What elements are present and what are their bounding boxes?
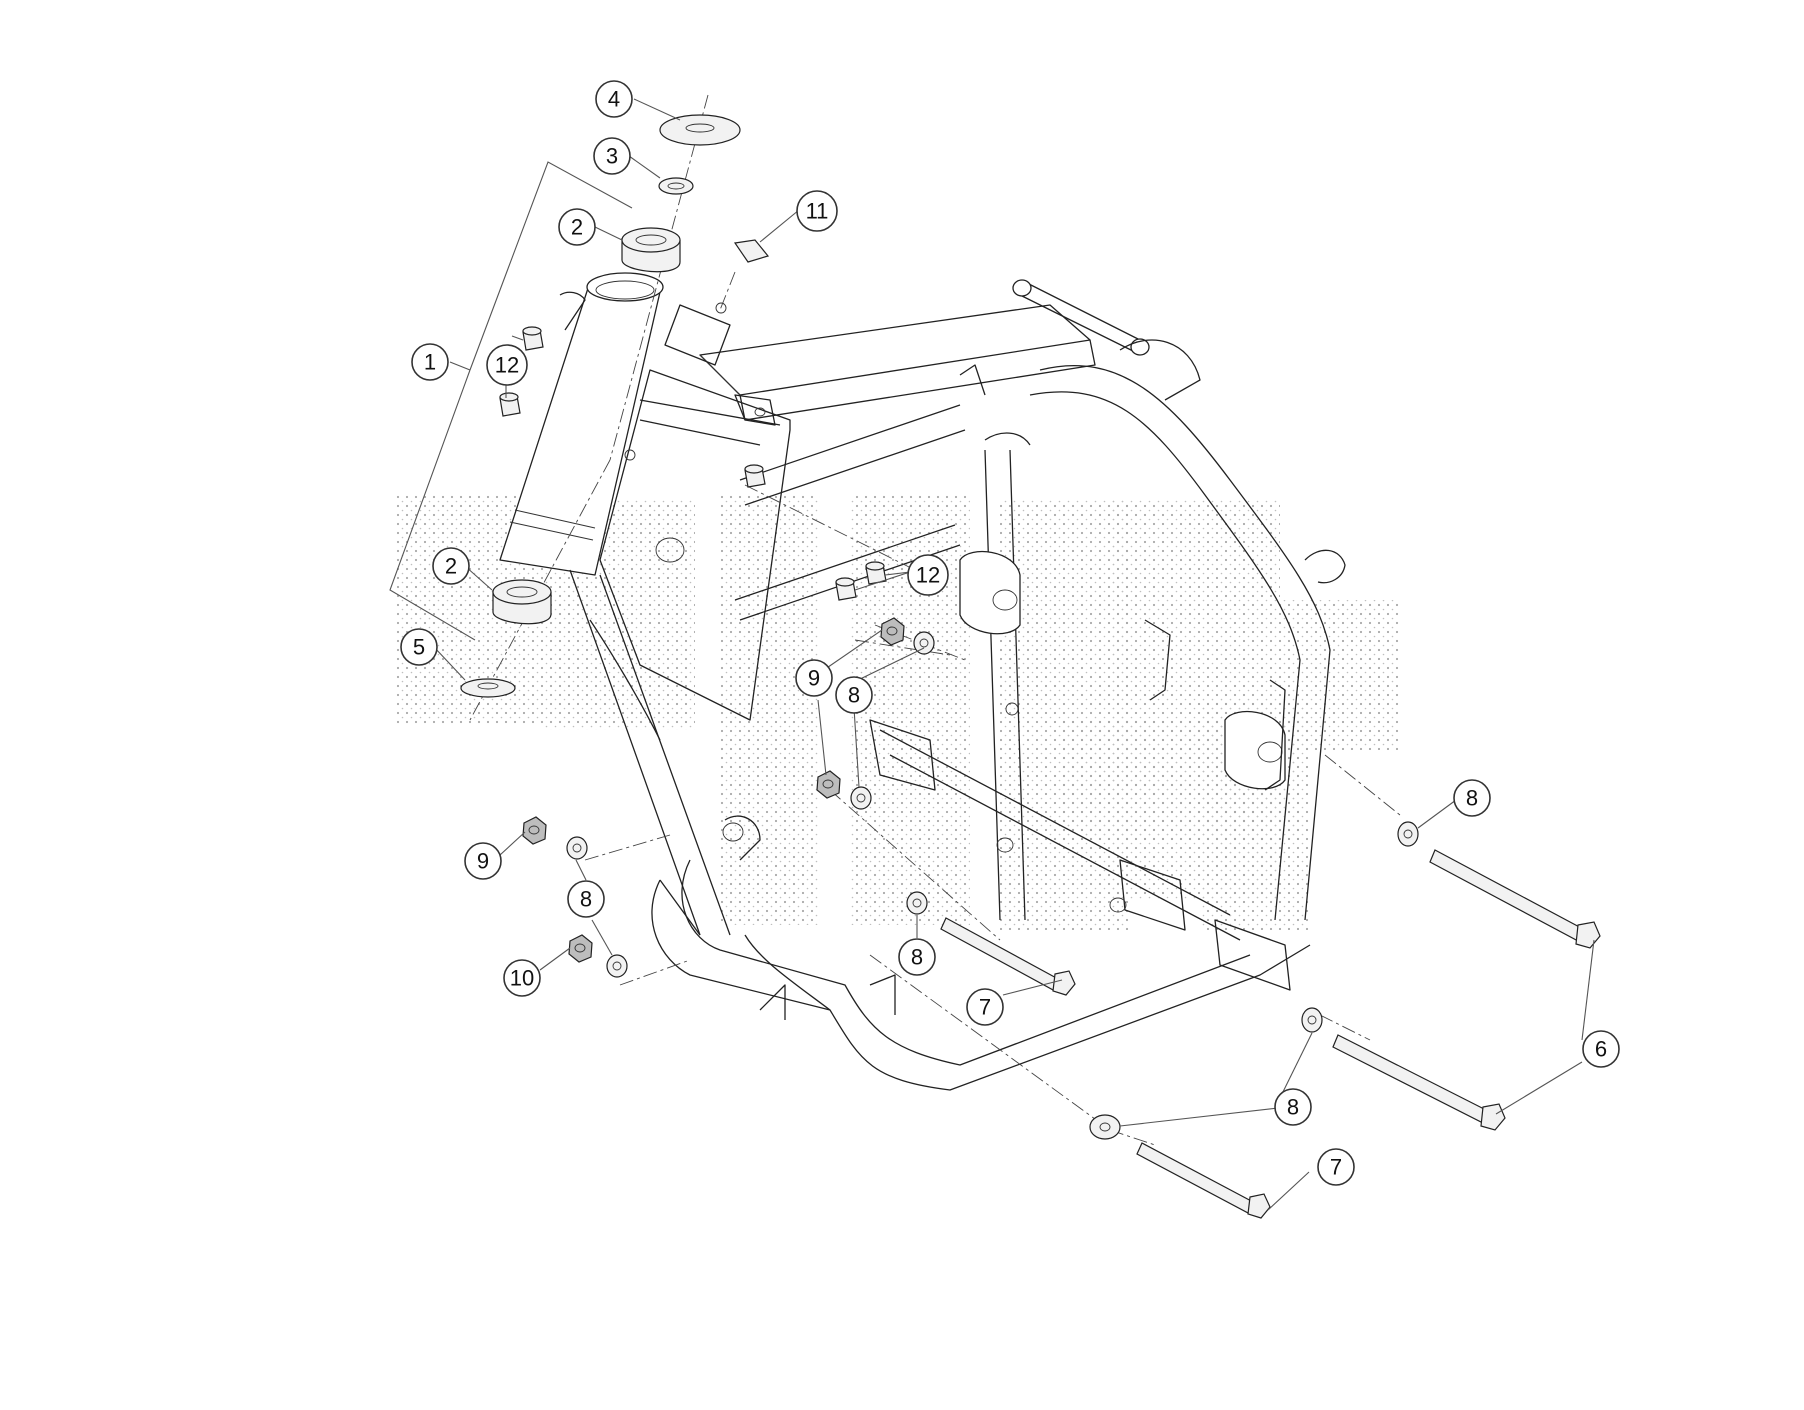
- svg-text:12: 12: [495, 353, 519, 378]
- svg-text:11: 11: [806, 199, 829, 224]
- svg-text:10: 10: [510, 966, 534, 991]
- svg-text:1: 1: [424, 350, 436, 375]
- callout-7-bottom: 7: [1317, 1148, 1355, 1186]
- bush-center-part: [744, 464, 887, 601]
- long-bolt-lower-part: [1332, 1034, 1506, 1131]
- svg-text:8: 8: [848, 683, 860, 708]
- callout-8-left: 8: [567, 880, 605, 918]
- svg-text:2: 2: [445, 554, 457, 579]
- assembly-axes: [469, 94, 1401, 1146]
- bolt-middle-part: [940, 917, 1076, 996]
- callouts: 1 2 2 3 4 5 6 7 7 8 8 8 8 8 9 9 10 11 12…: [400, 80, 1620, 1186]
- nut-mid-part: [816, 770, 841, 799]
- long-bolt-upper-part: [1429, 849, 1601, 949]
- svg-text:9: 9: [808, 666, 820, 691]
- lower-bearing-part: [492, 579, 552, 625]
- callout-10: 10: [503, 959, 541, 997]
- svg-text:8: 8: [1466, 786, 1478, 811]
- svg-text:2: 2: [571, 215, 583, 240]
- callout-3: 3: [593, 137, 631, 175]
- bush-upper-part: [499, 326, 544, 417]
- lower-washer-part: [460, 678, 516, 698]
- callout-8-mid-lower: 8: [898, 938, 936, 976]
- svg-text:8: 8: [911, 945, 923, 970]
- callout-5: 5: [400, 628, 438, 666]
- washer-right-part: [1397, 821, 1419, 847]
- callout-2-upper: 2: [558, 208, 596, 246]
- top-cover-part: [659, 114, 741, 146]
- nut-lower-left-part: [568, 934, 593, 963]
- svg-text:8: 8: [580, 887, 592, 912]
- washer-mid-lower-part: [906, 891, 928, 915]
- svg-text:3: 3: [606, 144, 618, 169]
- svg-text:9: 9: [477, 849, 489, 874]
- svg-text:6: 6: [1595, 1037, 1607, 1062]
- callout-9-left: 9: [464, 842, 502, 880]
- washer-bottom-part: [1089, 1114, 1121, 1140]
- callout-12-upper: 12: [486, 344, 528, 386]
- callout-8-right: 8: [1453, 779, 1491, 817]
- callout-1: 1: [411, 343, 449, 381]
- svg-text:8: 8: [1287, 1095, 1299, 1120]
- svg-text:7: 7: [979, 995, 991, 1020]
- svg-text:12: 12: [916, 563, 940, 588]
- frame-drawing: [499, 272, 1346, 1091]
- nut-left-part: [522, 816, 547, 845]
- bolt-bottom-part: [1136, 1142, 1271, 1219]
- washer-left-part: [566, 836, 588, 860]
- callout-11: 11: [796, 190, 838, 232]
- svg-text:5: 5: [413, 635, 425, 660]
- callout-2-lower: 2: [432, 547, 470, 585]
- upper-bearing-part: [621, 227, 681, 273]
- washer-center-part: [913, 631, 935, 655]
- callout-12-center: 12: [907, 554, 949, 596]
- callout-6: 6: [1582, 1030, 1620, 1068]
- parts: [460, 114, 1601, 1219]
- callout-8-center: 8: [835, 676, 873, 714]
- callout-4: 4: [595, 80, 633, 118]
- clip-part: [733, 239, 770, 263]
- nut-center-part: [880, 617, 905, 646]
- callout-8-bottom: 8: [1274, 1088, 1312, 1126]
- ring-part: [658, 177, 694, 195]
- svg-text:7: 7: [1330, 1155, 1342, 1180]
- svg-text:4: 4: [608, 87, 620, 112]
- callout-9-center: 9: [795, 659, 833, 697]
- callout-7-middle: 7: [966, 988, 1004, 1026]
